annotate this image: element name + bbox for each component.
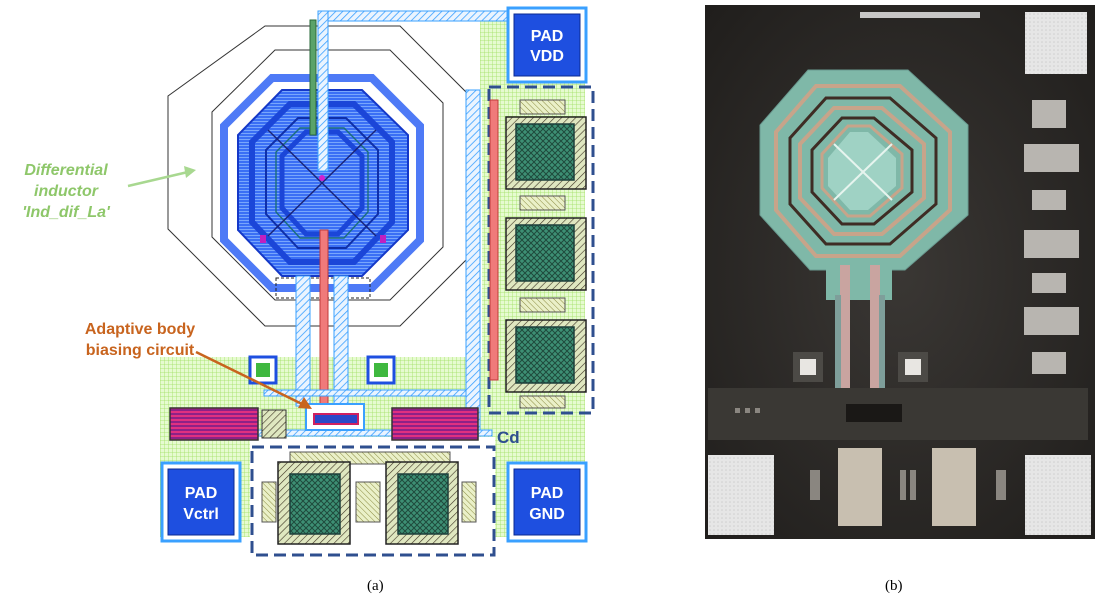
pad-vctrl-line2: Vctrl xyxy=(183,506,219,523)
pad-vdd-line2: VDD xyxy=(530,48,564,65)
die-bottom-strips xyxy=(810,470,1006,500)
die-cap-left xyxy=(838,448,882,526)
inductor-arrow xyxy=(127,166,196,188)
bias-route-h xyxy=(263,389,475,397)
die-pad-bottom-left xyxy=(708,455,774,535)
cd-red-bus xyxy=(489,99,499,381)
die-photo-panel xyxy=(705,5,1095,539)
inductor-guard-inner xyxy=(211,49,444,301)
bias-transistor xyxy=(261,409,287,439)
die-right-column xyxy=(1024,100,1079,374)
center-tap-line xyxy=(319,229,329,407)
pad-vdd-line1: PAD xyxy=(531,28,564,45)
caption-a: (a) xyxy=(367,578,384,594)
vdd-route-down xyxy=(317,10,329,172)
die-pad-top-right xyxy=(1025,12,1087,74)
layout-inductor-spiral xyxy=(220,74,424,292)
pad-gnd: PAD GND xyxy=(506,461,588,543)
die-bias-dots xyxy=(735,408,760,413)
caption-b: (b) xyxy=(885,578,903,594)
die-bias-core xyxy=(846,404,902,422)
inductor-label: Differential inductor 'Ind_dif_La' xyxy=(22,162,111,221)
feed-line-right xyxy=(333,275,349,407)
green-via-line xyxy=(309,19,317,136)
die-contact-right xyxy=(905,359,921,375)
feed-line-left xyxy=(295,275,311,407)
body-bias-label-line1: Adaptive body xyxy=(85,321,195,338)
body-bias-label: Adaptive body biasing circuit xyxy=(85,321,195,359)
body-bias-label-line2: biasing circuit xyxy=(86,342,195,359)
vdd-route-top xyxy=(317,10,509,22)
resistor-array-left xyxy=(169,407,259,441)
inductor-label-line1: Differential xyxy=(24,162,108,179)
pad-gnd-line1: PAD xyxy=(531,485,564,502)
cd-label: Cd xyxy=(497,428,520,447)
contact-right-core xyxy=(374,363,388,377)
die-cap-right xyxy=(932,448,976,526)
pad-vctrl-line1: PAD xyxy=(185,485,218,502)
bottom-cap-pair xyxy=(261,451,477,545)
die-top-bar xyxy=(860,12,980,18)
die-pad-bottom-right xyxy=(1025,455,1091,535)
cd-cap-stack xyxy=(505,99,587,409)
bias-core-inner xyxy=(313,413,359,425)
die-contact-left xyxy=(800,359,816,375)
inductor-label-line3: 'Ind_dif_La' xyxy=(22,204,111,221)
pad-vctrl: PAD Vctrl xyxy=(160,461,242,543)
pad-gnd-line2: GND xyxy=(529,506,565,523)
pad-vdd: PAD VDD xyxy=(506,6,588,84)
resistor-array-right xyxy=(391,407,479,441)
inductor-label-line2: inductor xyxy=(34,183,99,200)
layout-panel: PAD VDD PAD Vctrl PAD GND Differential i… xyxy=(22,6,595,557)
body-bias-arrow xyxy=(195,350,312,409)
die-inductor xyxy=(759,69,969,400)
bottom-dashed-box xyxy=(250,445,496,557)
contact-left-core xyxy=(256,363,270,377)
right-route-v xyxy=(465,89,481,431)
